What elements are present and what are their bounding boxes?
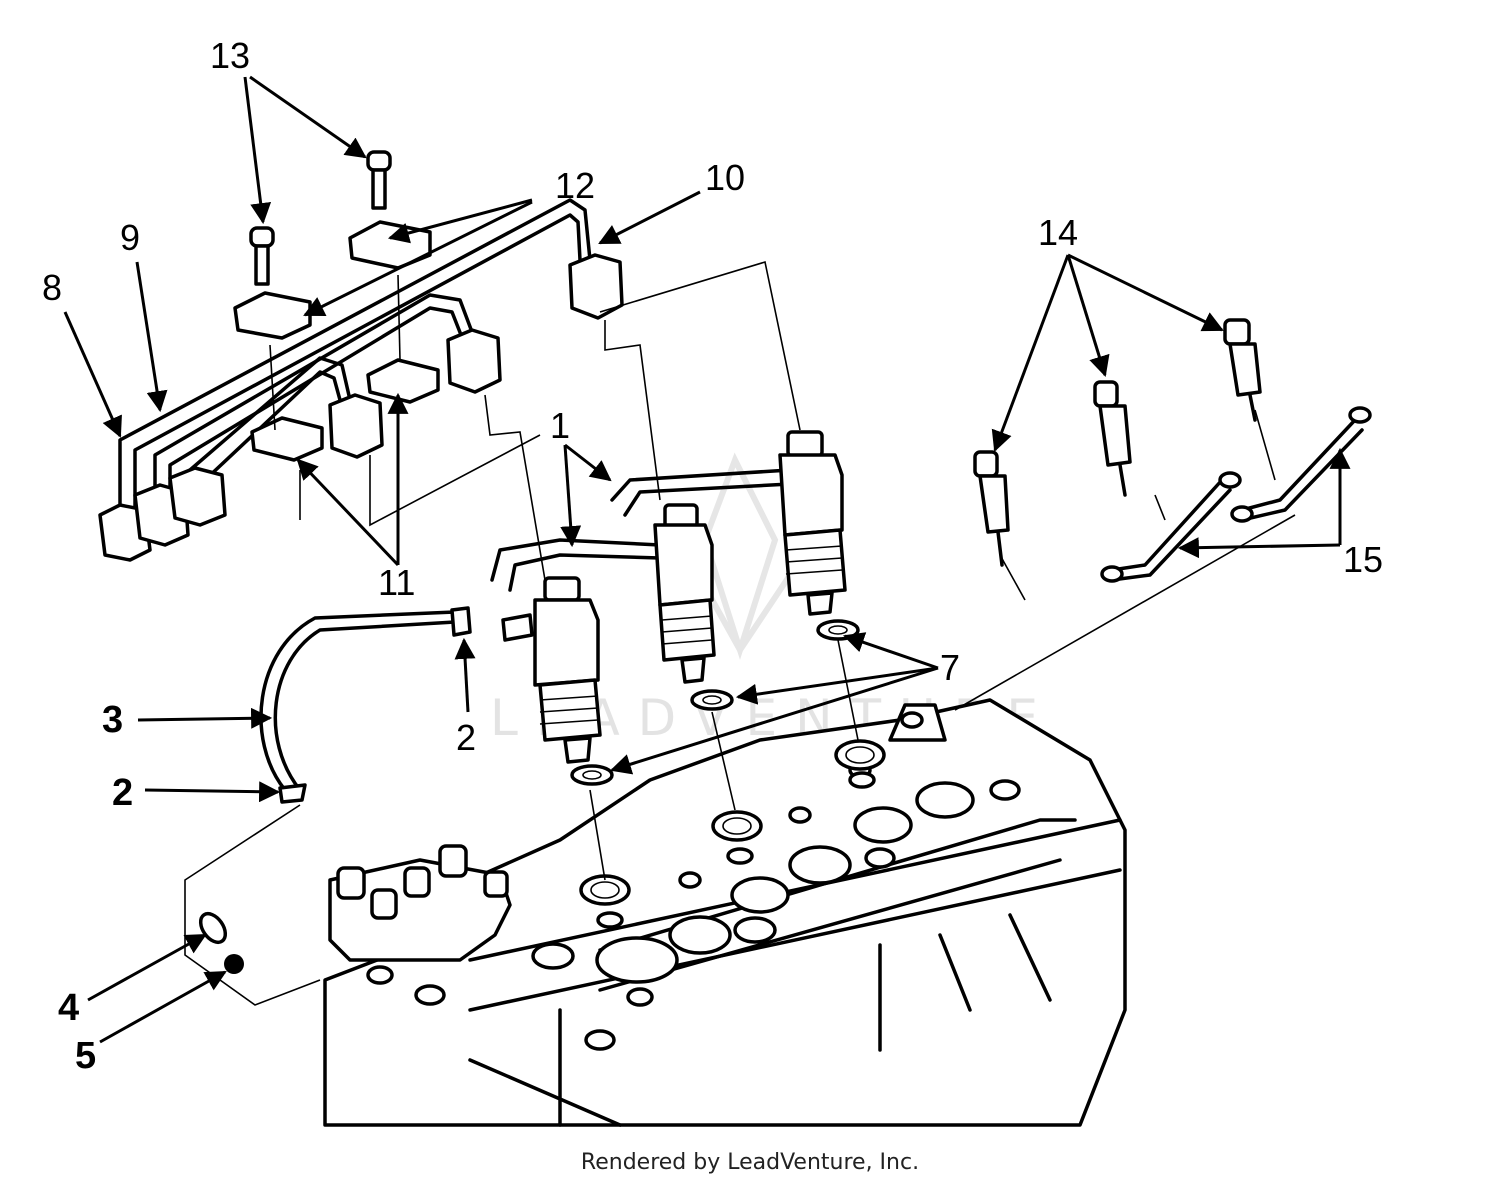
callout-8: 8 [42, 267, 62, 308]
callout-5: 5 [75, 1035, 96, 1077]
callout-7: 7 [940, 647, 960, 688]
cylinder-head [323, 698, 1127, 1127]
callout-9: 9 [120, 217, 140, 258]
injection-pipes [98, 150, 624, 562]
assembly-guide-lines [184, 260, 1296, 1006]
callout-2-lower: 2 [112, 772, 133, 814]
glow-plug-middle [1093, 380, 1132, 497]
callout-10: 10 [705, 157, 745, 198]
glow-plug-left [973, 450, 1010, 567]
callout-12: 12 [555, 165, 595, 206]
callout-13: 13 [210, 35, 250, 76]
injector-left [533, 576, 602, 764]
glow-plug-bus-bars [1100, 406, 1372, 583]
callout-labels: 13 12 10 9 8 11 1 2 3 2 7 4 5 14 15 [42, 35, 1383, 1077]
callout-4: 4 [58, 987, 79, 1029]
callout-15: 15 [1343, 539, 1383, 580]
callout-11: 11 [378, 562, 415, 603]
callout-2-upper: 2 [456, 717, 476, 758]
callout-1: 1 [550, 405, 570, 446]
footer-credit: Rendered by LeadVenture, Inc. [580, 1150, 920, 1175]
injector-middle [653, 503, 716, 684]
glow-plug-right [1223, 318, 1262, 422]
callout-14: 14 [1038, 212, 1078, 253]
injector-right [778, 430, 847, 616]
injector-assemblies [490, 430, 860, 786]
return-hose [198, 606, 472, 974]
glow-plugs [973, 318, 1262, 567]
callout-leaders [63, 75, 1351, 1044]
callout-3: 3 [102, 699, 123, 741]
